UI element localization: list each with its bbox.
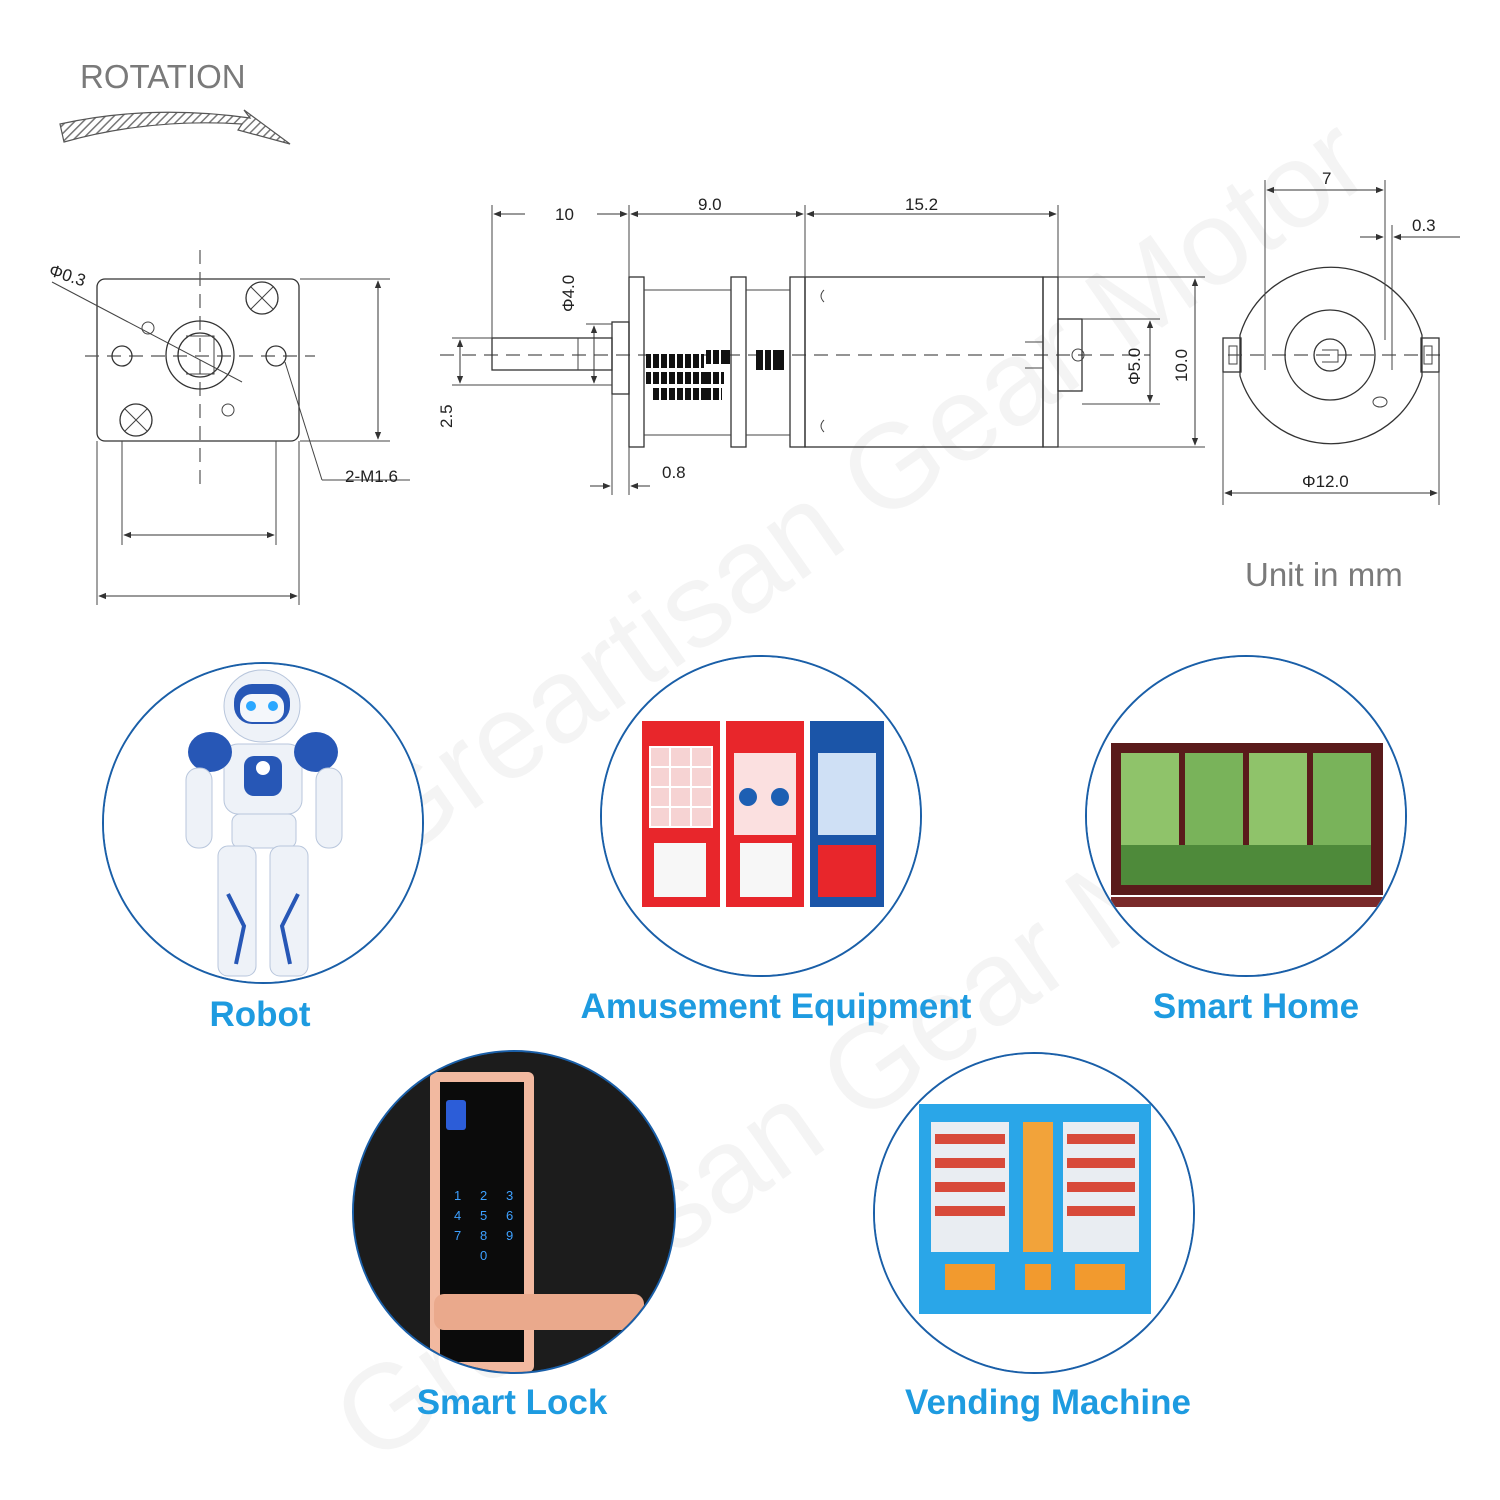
dim-rear-width: 7	[1322, 169, 1331, 188]
svg-text:0: 0	[480, 1248, 487, 1263]
svg-text:8: 8	[480, 1228, 487, 1243]
dim-plate-thickness: 0.8	[662, 463, 686, 482]
robot-image	[102, 662, 424, 984]
vending-machine-image	[873, 1052, 1195, 1374]
amusement-equipment-image	[600, 655, 922, 977]
technical-drawing: ROTATION Φ0.3 2-M1.6	[47, 58, 1460, 605]
svg-text:4: 4	[454, 1208, 461, 1223]
side-view	[440, 205, 1205, 495]
smart-lock-icon: 1 2 3 4 5 6 7 8 9 0	[354, 1052, 674, 1372]
app-label-amusement-equipment: Amusement Equipment	[580, 987, 972, 1026]
dim-motor-dia: Φ12.0	[1302, 472, 1349, 491]
dim-motor-height: 10.0	[1172, 349, 1191, 382]
robot-icon	[104, 664, 422, 982]
dim-gearbox-length: 9.0	[698, 195, 722, 214]
rear-view	[1222, 180, 1460, 505]
svg-text:1: 1	[454, 1188, 461, 1203]
dim-shaft-dia: Φ4.0	[559, 275, 578, 312]
dim-motor-length: 15.2	[905, 195, 938, 214]
svg-text:7: 7	[454, 1228, 461, 1243]
vending-machine-icon	[875, 1054, 1193, 1372]
dim-screw-holes: 2-M1.6	[345, 467, 398, 486]
svg-text:3: 3	[506, 1188, 513, 1203]
app-label-smart-lock: Smart Lock	[416, 1383, 608, 1422]
rotation-arrow-icon	[59, 109, 291, 145]
svg-text:5: 5	[480, 1208, 487, 1223]
front-view	[51, 250, 410, 605]
dim-shaft-offset: 2.5	[437, 404, 456, 428]
dim-shaft-hole-dia: Φ0.3	[47, 261, 88, 291]
smart-lock-image: 1 2 3 4 5 6 7 8 9 0	[352, 1050, 676, 1374]
svg-text:2: 2	[480, 1188, 487, 1203]
unit-note: Unit in mm	[1245, 556, 1403, 593]
rotation-label: ROTATION	[80, 58, 246, 95]
svg-text:9: 9	[506, 1228, 513, 1243]
app-label-robot: Robot	[209, 995, 311, 1034]
dim-rear-gap: 0.3	[1412, 216, 1436, 235]
app-label-smart-home: Smart Home	[1152, 987, 1360, 1026]
claw-machine-icon	[602, 657, 920, 975]
dim-rear-boss-dia: Φ5.0	[1125, 348, 1144, 385]
svg-text:6: 6	[506, 1208, 513, 1223]
app-label-vending-machine: Vending Machine	[905, 1383, 1191, 1422]
window-icon	[1087, 657, 1405, 975]
smart-home-image	[1085, 655, 1407, 977]
dim-shaft-length: 10	[555, 205, 574, 224]
